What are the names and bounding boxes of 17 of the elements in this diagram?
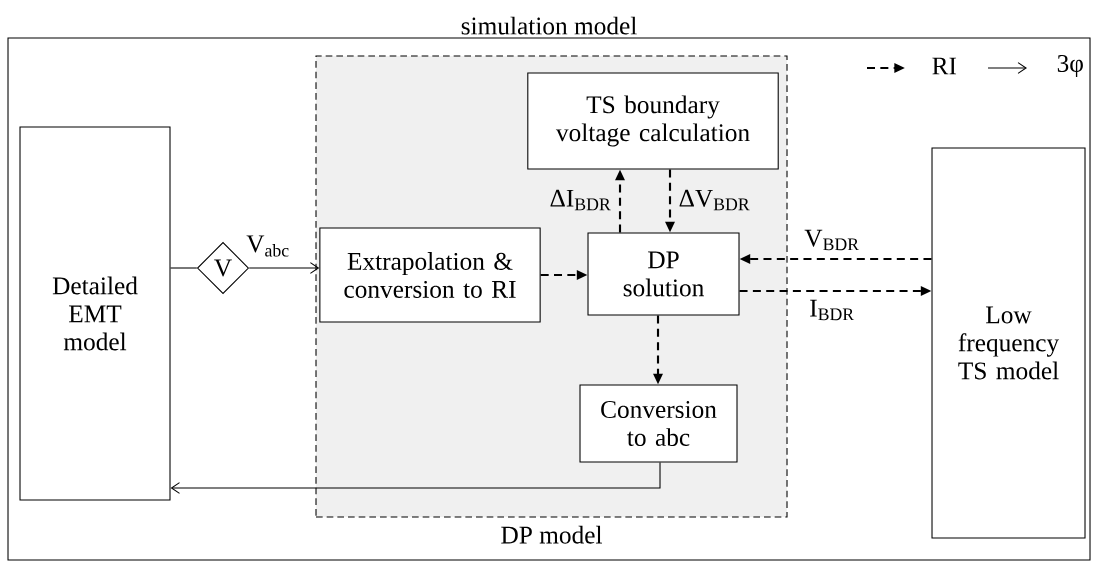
frame-box — [7, 16, 1091, 561]
model-box: Detailed EMT model — [19, 126, 171, 501]
edge-label: I$_{BDR}$ — [810, 299, 855, 321]
process-box: Extrapolation & conversion to RI — [319, 227, 541, 323]
model-box: Low frequency TS model — [931, 147, 1086, 539]
process-box: DP solution — [587, 232, 740, 316]
heading: simulation model — [461, 16, 637, 35]
edge-label: ΔI$_{BDR}$ — [550, 189, 611, 211]
legend-label: 3φ — [1057, 54, 1083, 78]
edge-label: ΔV$_{BDR}$ — [679, 189, 750, 211]
edge-label: V$_{BDR}$ — [804, 229, 859, 251]
arrow — [248, 262, 320, 274]
arrow — [170, 462, 661, 494]
process-box: TS boundary voltage calculation — [527, 72, 779, 170]
process-box: Conversion to abc — [579, 384, 738, 463]
legend-label: RI — [932, 57, 957, 75]
group-label: DP model — [501, 525, 602, 544]
